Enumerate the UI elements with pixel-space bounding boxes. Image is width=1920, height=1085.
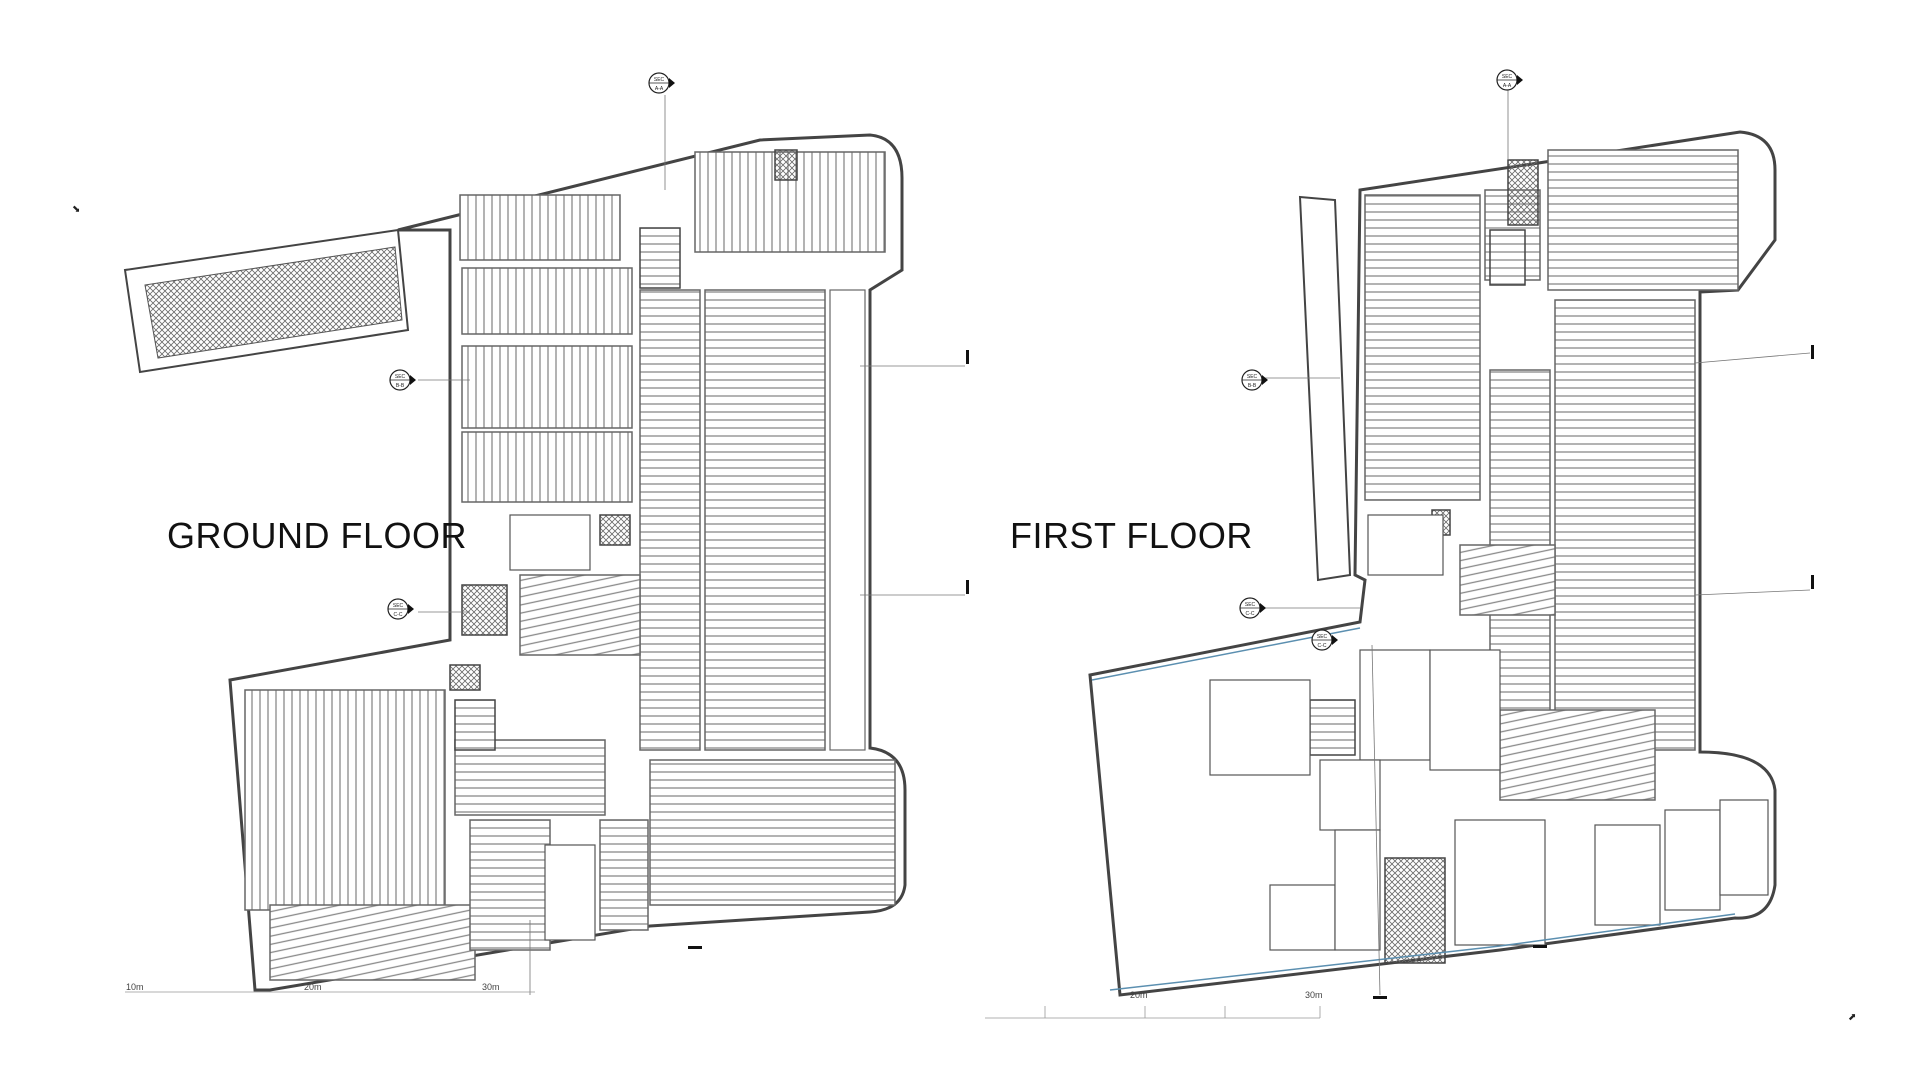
ground-bay [649,759,896,906]
ground-scale-label: 30m [482,982,500,992]
first-scale-label: 30m [1305,990,1323,1000]
section-arrow-icon [1332,635,1338,645]
ground-floor-plan: ⬊ [72,95,969,995]
ground-bay [519,574,641,656]
first-bay [1547,149,1739,291]
ground-bay [244,689,446,911]
section-marker-label: C-C [1246,611,1255,617]
section-marker-label: A-A [1503,83,1512,89]
ground-bay [639,289,701,751]
section-end-tick [1811,345,1814,359]
section-arrow-icon [408,604,414,614]
first-bay [1499,709,1656,801]
section-marker-label: C-C [1318,643,1327,649]
section-end-tick [966,350,969,364]
first-bay [1459,544,1556,616]
first-bay [1554,299,1696,751]
ground-bay [459,194,621,261]
section-marker-tag: SEC [1502,74,1513,80]
section-end-tick [1373,996,1387,999]
section-marker-label: B-B [1248,383,1257,389]
ground-bay [469,819,551,951]
ground-bay [694,151,886,253]
section-marker: SEC A-A [1496,69,1523,91]
first-room [1429,649,1501,771]
section-marker: SEC C-C [1239,597,1266,619]
section-end-tick [966,580,969,594]
ground-room [544,844,596,941]
ground-bay [461,431,633,503]
section-arrow-icon [1262,375,1268,385]
section-end-tick [1533,945,1547,948]
section-marker: SEC B-B [1241,369,1268,391]
ground-scale-label: 20m [304,982,322,992]
section-marker-tag: SEC [393,603,404,609]
first-room [1359,649,1431,761]
section-marker: SEC C-C [387,598,414,620]
section-end-tick [1811,575,1814,589]
ground-room [509,514,591,571]
ground-bay [461,267,633,335]
section-arrow-icon [410,375,416,385]
section-arrow-icon [669,78,675,88]
section-marker-label: A-A [655,86,664,92]
section-marker-label: B-B [396,383,405,389]
section-marker-tag: SEC [1245,602,1256,608]
ground-core [599,514,631,546]
ground-stair [454,699,496,751]
ground-scale-label: 10m [126,982,144,992]
section-end-tick [688,946,702,949]
first-room [1454,819,1546,946]
first-room [1269,884,1336,951]
ground-bay [461,345,633,429]
ground-core [774,149,798,181]
first-floor-plan: ⬈ [985,88,1856,1023]
first-void-strip [1298,195,1352,582]
first-stair [1489,229,1526,286]
ground-core [461,584,508,636]
first-room [1319,759,1381,831]
first-stair [1309,699,1356,756]
section-marker: SEC A-A [648,72,675,94]
ground-bay [599,819,649,931]
first-room [1664,809,1721,911]
ground-bay [704,289,826,751]
section-markers: SEC A-A SEC B-B SEC C-C SEC A-A SEC B-B SEC C-C SEC C… [387,69,1523,651]
first-core [1507,159,1539,226]
section-marker: SEC C-C [1311,629,1338,651]
north-arrow-icon: ⬈ [1848,1012,1856,1023]
first-section-line [1371,644,1381,996]
first-section-line [1694,589,1811,596]
section-marker-tag: SEC [1247,374,1258,380]
section-marker-tag: SEC [1317,634,1328,640]
section-arrow-icon [1517,75,1523,85]
section-marker: SEC B-B [389,369,416,391]
section-arrow-icon [1260,603,1266,613]
first-section-line [1694,352,1811,364]
ground-floor-title: GROUND FLOOR [167,515,468,556]
first-room [1594,824,1661,926]
ground-bay [269,904,476,981]
ground-annex-hatch [144,246,403,359]
north-arrow-icon: ⬊ [72,204,80,215]
section-marker-label: C-C [394,612,403,618]
ground-stair [639,227,681,289]
first-room [1367,514,1444,576]
ground-bay [829,289,866,751]
first-bay [1364,194,1481,501]
first-room [1719,799,1769,896]
first-floor-title: FIRST FLOOR [1010,515,1253,556]
first-scale-label: 20m [1130,990,1148,1000]
first-core [1384,857,1446,964]
section-marker-tag: SEC [654,77,665,83]
ground-core [449,664,481,691]
first-room [1334,829,1381,951]
first-room [1209,679,1311,776]
ground-bay [454,739,606,816]
section-marker-tag: SEC [395,374,406,380]
